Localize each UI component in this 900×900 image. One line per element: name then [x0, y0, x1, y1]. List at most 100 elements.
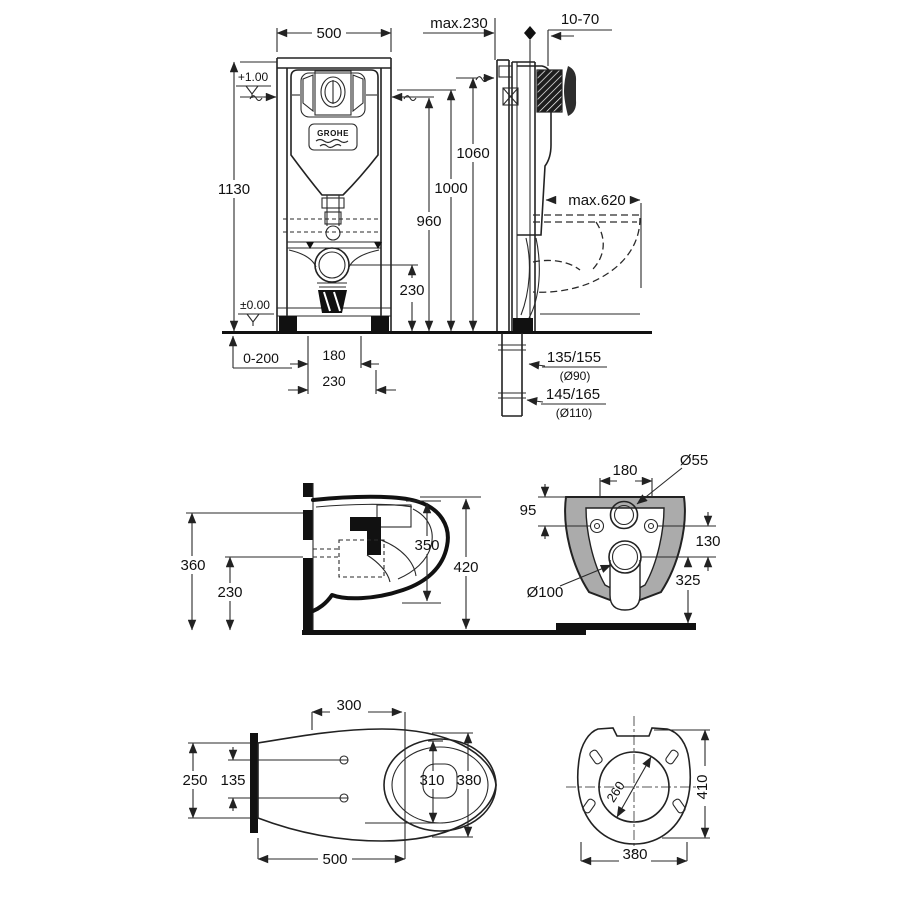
frame-side-rail	[498, 61, 536, 331]
logo-text: GROHE	[317, 129, 349, 138]
dim-inlet-dia: Ø55	[636, 452, 708, 505]
svg-text:410: 410	[694, 774, 711, 799]
bowl-top-view: 300 250 135 310 380	[182, 697, 497, 868]
seat-hole-top	[339, 755, 349, 765]
dim-960: 960	[416, 97, 442, 332]
level-top-label: +1.00	[238, 70, 269, 84]
wall-anchor-left-icon	[240, 92, 277, 102]
wall-section	[250, 733, 258, 833]
svg-text:300: 300	[336, 697, 361, 714]
dim-frame-width: 500	[276, 25, 392, 52]
svg-text:500: 500	[316, 25, 341, 42]
svg-text:Ø55: Ø55	[680, 452, 708, 469]
frame-rails	[276, 57, 392, 331]
svg-text:(Ø90): (Ø90)	[560, 369, 591, 383]
dim-frame-depth: max.230	[423, 15, 495, 38]
top-fixing-marker	[524, 26, 536, 62]
dim-inlet-offset: 95	[520, 484, 590, 539]
dim-back-height: 360	[180, 512, 303, 631]
svg-text:310: 310	[419, 772, 444, 789]
seat-bumper	[589, 749, 603, 765]
svg-text:180: 180	[612, 462, 637, 479]
floor-line	[222, 331, 652, 334]
svg-text:350: 350	[414, 537, 439, 554]
cistern	[290, 69, 379, 196]
svg-text:95: 95	[520, 502, 537, 519]
svg-text:250: 250	[182, 772, 207, 789]
dim-outer-width: 380	[432, 732, 482, 838]
bowl-rear-view: 180 Ø55 95 130 325 Ø100	[520, 452, 721, 630]
level-mark-top: +1.00	[236, 70, 271, 98]
svg-text:500: 500	[322, 851, 347, 868]
dim-frame-height: 1130	[218, 61, 277, 332]
dim-foot-adjust: 0-200	[228, 335, 292, 369]
svg-text:(Ø110): (Ø110)	[556, 406, 592, 420]
svg-text:230: 230	[399, 282, 424, 299]
svg-text:max.230: max.230	[430, 15, 488, 32]
dim-seat-depth: 410	[654, 729, 711, 839]
dim-outlet-drop: 130	[641, 512, 721, 571]
flush-pipe	[283, 195, 378, 241]
floor-bar	[556, 623, 696, 630]
bowl-profile	[311, 494, 450, 613]
svg-text:145/165: 145/165	[546, 386, 600, 403]
svg-text:380: 380	[456, 772, 481, 789]
svg-text:135/155: 135/155	[547, 349, 601, 366]
ghost-bowl-outline	[532, 214, 641, 315]
svg-text:Ø100: Ø100	[527, 584, 564, 601]
frame-side-view: max.230 10-70	[423, 11, 642, 420]
flush-button	[320, 76, 346, 108]
seat-bumper	[582, 798, 596, 814]
bowl-side-view: 360 230 350 420	[180, 483, 586, 635]
level-mark-floor: ±0.00	[238, 298, 274, 326]
side-drain-pipe	[498, 237, 540, 417]
actuator-section	[536, 69, 563, 113]
dim-inner-length: 310	[365, 740, 445, 824]
svg-text:1060: 1060	[456, 145, 489, 162]
dim-back-width: 250	[182, 742, 208, 819]
dim-plate-range: 10-70	[547, 11, 612, 66]
svg-text:360: 360	[180, 557, 205, 574]
floor-line	[302, 630, 586, 635]
svg-text:960: 960	[416, 213, 441, 230]
svg-text:380: 380	[622, 846, 647, 863]
seat-hole-bottom	[339, 793, 349, 803]
svg-text:10-70: 10-70	[561, 11, 599, 28]
seat-top-view: 260 380 410	[566, 716, 711, 866]
dim-drain-width: 230	[288, 370, 396, 395]
dim-body-height: 350	[402, 500, 441, 604]
seat-ring	[598, 751, 670, 823]
dim-bowl-reach: max.620	[545, 192, 642, 288]
seat-bumper	[672, 798, 686, 814]
dim-outlet-height-side: 230	[217, 556, 303, 631]
bolt-hole-left	[589, 518, 605, 534]
drain-outlet	[314, 247, 350, 313]
dim-outlet-dia: Ø100	[527, 564, 612, 601]
dim-bowl-depth: 500	[257, 838, 406, 868]
svg-text:230: 230	[322, 373, 346, 389]
seat-bumper	[665, 749, 679, 765]
dim-1060: 1060	[456, 77, 490, 332]
svg-text:1000: 1000	[434, 180, 467, 197]
frame-front-view: GROHE +1.00	[218, 25, 652, 395]
svg-text:260: 260	[603, 779, 627, 805]
dim-drain-height: 230	[349, 264, 425, 332]
dim-drain-b: 145/165 (Ø110)	[526, 386, 606, 420]
svg-text:420: 420	[453, 559, 478, 576]
svg-text:1130: 1130	[218, 181, 250, 198]
svg-text:325: 325	[675, 572, 700, 589]
dim-bolt-spacing: 180	[599, 462, 653, 497]
dim-drain-offset: 180	[290, 336, 379, 394]
dim-outlet-height-rear: 325	[675, 556, 701, 624]
wall-anchor-right-icon	[391, 92, 434, 102]
rim-inner	[383, 738, 497, 832]
outlet-spout	[609, 560, 641, 611]
flush-plate	[564, 66, 577, 116]
svg-text:135: 135	[220, 772, 245, 789]
svg-text:130: 130	[695, 533, 720, 550]
level-floor-label: ±0.00	[240, 298, 270, 312]
wall-anchor-side-icon	[475, 73, 495, 83]
cistern-side-profile	[517, 65, 552, 236]
